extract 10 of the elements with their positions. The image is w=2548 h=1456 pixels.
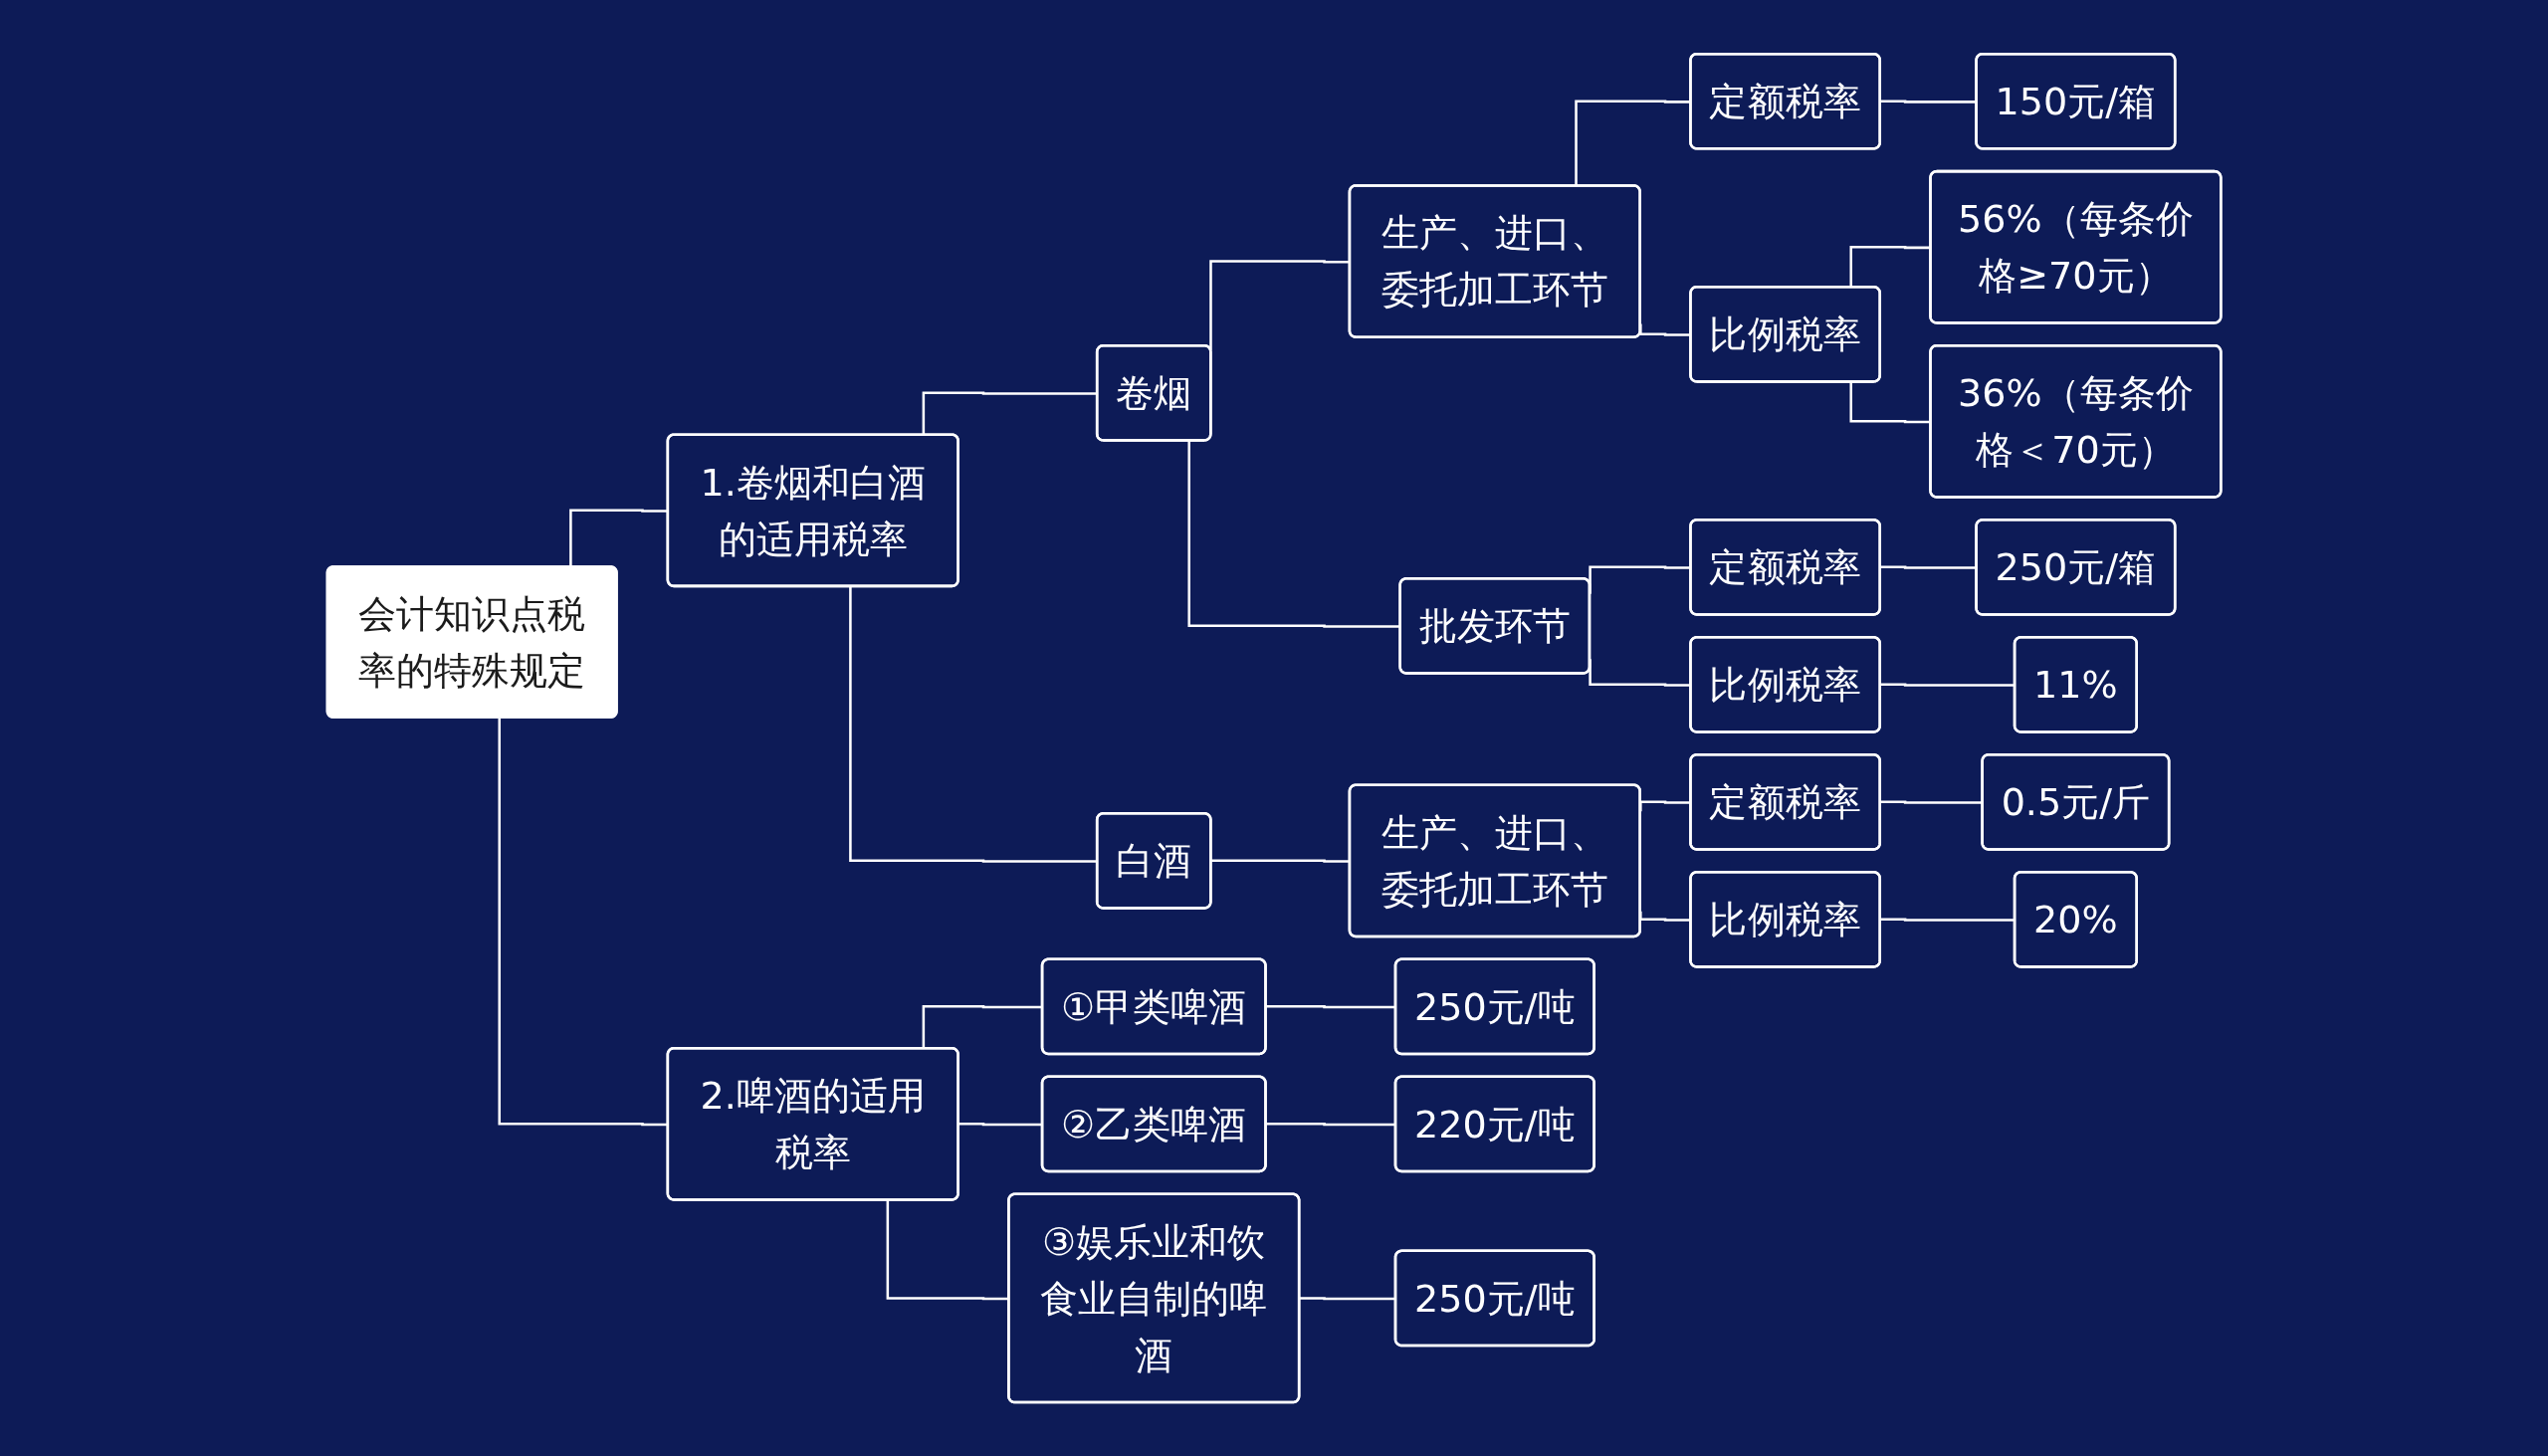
connector	[849, 586, 1098, 863]
connector	[957, 1122, 1043, 1127]
connector	[922, 1004, 1043, 1049]
connector	[1879, 683, 2016, 687]
connector	[498, 718, 669, 1127]
connector	[1879, 918, 2016, 922]
connector	[569, 509, 669, 567]
connector	[1265, 1004, 1396, 1009]
connector	[1209, 260, 1351, 350]
connector	[1265, 1122, 1396, 1127]
